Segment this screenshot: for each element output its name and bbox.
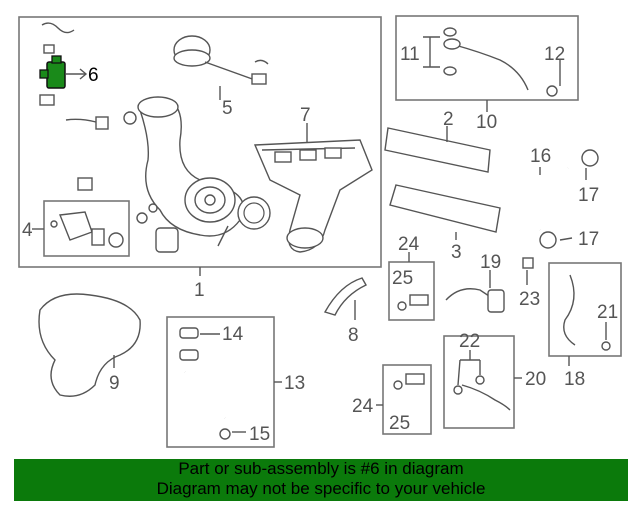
parts-diagram: 6 5 7 1 4 2 3 10 11 12 16 17 17 8 9 14 1… — [18, 15, 622, 448]
footer-line-2: Diagram may not be specific to your vehi… — [156, 479, 486, 498]
callout-19: 19 — [480, 252, 501, 273]
callout-11: 11 — [400, 44, 420, 65]
hose-clamp — [39, 94, 55, 106]
part-6-solenoid — [39, 55, 66, 89]
callout-3: 3 — [451, 242, 462, 263]
callout-21: 21 — [597, 302, 618, 323]
footer-banner: Part or sub-assembly is #6 in diagram Di… — [14, 459, 628, 501]
part-7-exhaust-manifold — [253, 139, 373, 253]
part-8-bracket — [323, 277, 367, 316]
callout-23: 23 — [519, 289, 540, 310]
part-5-actuator — [173, 35, 269, 85]
callout-9: 9 — [109, 373, 120, 394]
callout-12: 12 — [544, 44, 565, 65]
callout-6: 6 — [88, 65, 99, 86]
callout-2: 2 — [443, 109, 454, 130]
coolant-line-box — [548, 262, 622, 357]
callout-7: 7 — [300, 105, 311, 126]
fitting-box-upper — [388, 261, 435, 321]
callout-5: 5 — [222, 98, 233, 119]
oil-feed-line — [423, 27, 558, 97]
callout-24b: 24 — [352, 396, 374, 417]
callout-22: 22 — [459, 331, 480, 352]
callout-18: 18 — [564, 369, 585, 390]
callout-13: 13 — [284, 373, 305, 394]
bolt — [217, 225, 229, 247]
fitting-25a — [409, 294, 429, 306]
hose-small — [41, 22, 75, 34]
part-20-pipe — [461, 384, 511, 411]
callout-16: 16 — [530, 146, 551, 167]
part-19-pipe — [445, 288, 496, 301]
part-13-contents — [179, 327, 231, 440]
callout-14: 14 — [222, 324, 244, 345]
fitting-25b — [405, 373, 425, 385]
footer-line-1: Part or sub-assembly is #6 in diagram — [178, 459, 464, 478]
part-2-gasket — [384, 127, 491, 173]
callout-25a: 25 — [392, 268, 413, 289]
hose-end — [77, 177, 93, 191]
callout-1: 1 — [194, 280, 205, 301]
clamp-17a — [581, 149, 599, 167]
leader-lines — [32, 60, 607, 433]
turbocharger — [123, 96, 244, 253]
callout-24a: 24 — [398, 234, 420, 255]
callout-17a: 17 — [578, 185, 599, 206]
callout-15: 15 — [249, 424, 270, 445]
part-4-contents — [50, 211, 124, 248]
callout-10: 10 — [476, 112, 497, 133]
part-3-gasket — [389, 184, 501, 233]
fitting — [95, 116, 109, 130]
part-23-clip — [522, 257, 534, 269]
callout-25b: 25 — [389, 413, 410, 434]
part-9-heat-shield — [38, 293, 141, 397]
part-18-line — [563, 274, 576, 346]
clamp-small — [43, 44, 55, 54]
clamp-17b — [539, 231, 557, 249]
callout-8: 8 — [348, 325, 359, 346]
hose-connector — [65, 118, 97, 123]
oil-line-box — [395, 15, 579, 101]
callout-4: 4 — [22, 220, 33, 241]
callout-20: 20 — [525, 369, 546, 390]
callout-17b: 17 — [578, 229, 599, 250]
